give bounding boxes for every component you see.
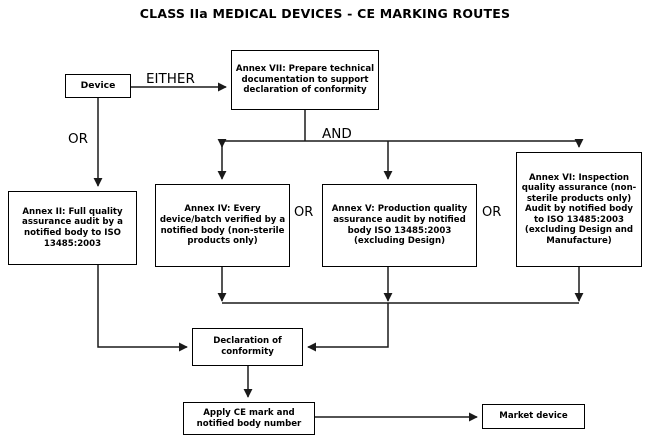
node-annex-vii[interactable]: Annex VII: Prepare technical documentati… — [231, 50, 379, 110]
node-annex-ii[interactable]: Annex II: Full quality assurance audit b… — [8, 191, 137, 265]
node-annex-vi[interactable]: Annex VI: Inspection quality assurance (… — [516, 152, 642, 267]
node-apply-ce-mark[interactable]: Apply CE mark and notified body number — [183, 402, 315, 435]
connector-label-or-left: OR — [68, 131, 89, 147]
connector-label-or-2: OR — [482, 205, 502, 220]
connector-label-either: EITHER — [146, 71, 195, 87]
connector-label-and: AND — [322, 126, 352, 142]
node-annex-v[interactable]: Annex V: Production quality assurance au… — [322, 184, 477, 267]
node-declaration-of-conformity[interactable]: Declaration of conformity — [192, 328, 303, 366]
node-market-device[interactable]: Market device — [482, 404, 585, 429]
page-title: CLASS IIa MEDICAL DEVICES - CE MARKING R… — [139, 6, 511, 21]
node-annex-iv[interactable]: Annex IV: Every device/batch verified by… — [155, 184, 290, 267]
connector-label-or-1: OR — [294, 205, 314, 220]
edge-annex2-declaration — [97, 265, 188, 352]
edge-merge-declaration — [307, 303, 389, 352]
node-device[interactable]: Device — [65, 74, 131, 98]
